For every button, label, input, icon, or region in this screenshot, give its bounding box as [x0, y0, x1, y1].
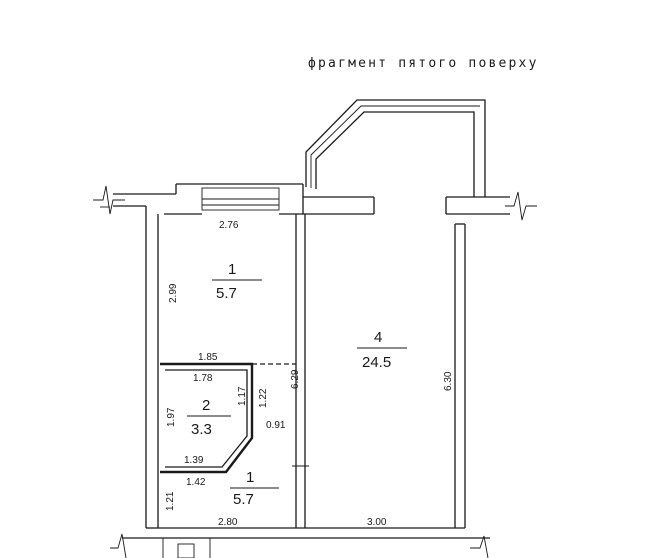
window-room3 — [201, 187, 280, 211]
dim-room2-bottom: 1.39 — [184, 455, 204, 466]
dim-room3-height: 2.99 — [168, 283, 179, 303]
dim-room1-bottom: 2.80 — [218, 517, 238, 528]
dim-room2-inner: 1.78 — [193, 373, 213, 384]
svg-text:3.3: 3.3 — [191, 421, 212, 438]
break-line-top-left — [93, 185, 125, 215]
room-4-label: 4 24.5 — [357, 329, 407, 371]
left-wall — [145, 206, 159, 528]
room-2-label: 2 3.3 — [187, 397, 231, 438]
balcony — [305, 99, 486, 197]
svg-text:2: 2 — [202, 397, 210, 414]
bottom-wall — [110, 527, 490, 558]
dim-room2-top: 1.85 — [198, 352, 218, 363]
dim-room1-width: 1.42 — [186, 477, 206, 488]
svg-text:1: 1 — [228, 261, 236, 278]
partition-room4 — [292, 214, 309, 528]
dim-room4-height: 6.30 — [443, 371, 454, 391]
svg-text:24.5: 24.5 — [362, 354, 391, 371]
dim-hall-side: 1.22 — [258, 388, 269, 408]
dim-partition: 6.29 — [290, 369, 301, 389]
plan-title: фрагмент пятого поверху — [308, 56, 539, 71]
room2-walls — [160, 362, 254, 474]
svg-text:4: 4 — [374, 329, 382, 346]
dim-room1-height: 1.21 — [165, 491, 176, 511]
top-wall-right — [445, 191, 537, 221]
top-wall-left — [113, 183, 303, 207]
dim-room4-bottom: 3.00 — [367, 517, 387, 528]
svg-text:5.7: 5.7 — [216, 285, 237, 302]
top-wall-middle — [164, 184, 375, 215]
room-3-label: 1 5.7 — [212, 261, 262, 302]
dim-room2-height: 1.97 — [166, 407, 177, 427]
right-wall — [454, 223, 466, 528]
dim-room2-diag: 1.17 — [237, 386, 248, 406]
dim-room3-width: 2.76 — [219, 220, 239, 231]
room-1-label: 1 1 5.7 — [230, 469, 279, 508]
svg-text:1: 1 — [246, 469, 254, 486]
dim-hall-width: 0.91 — [266, 420, 286, 431]
svg-text:5.7: 5.7 — [233, 491, 254, 508]
